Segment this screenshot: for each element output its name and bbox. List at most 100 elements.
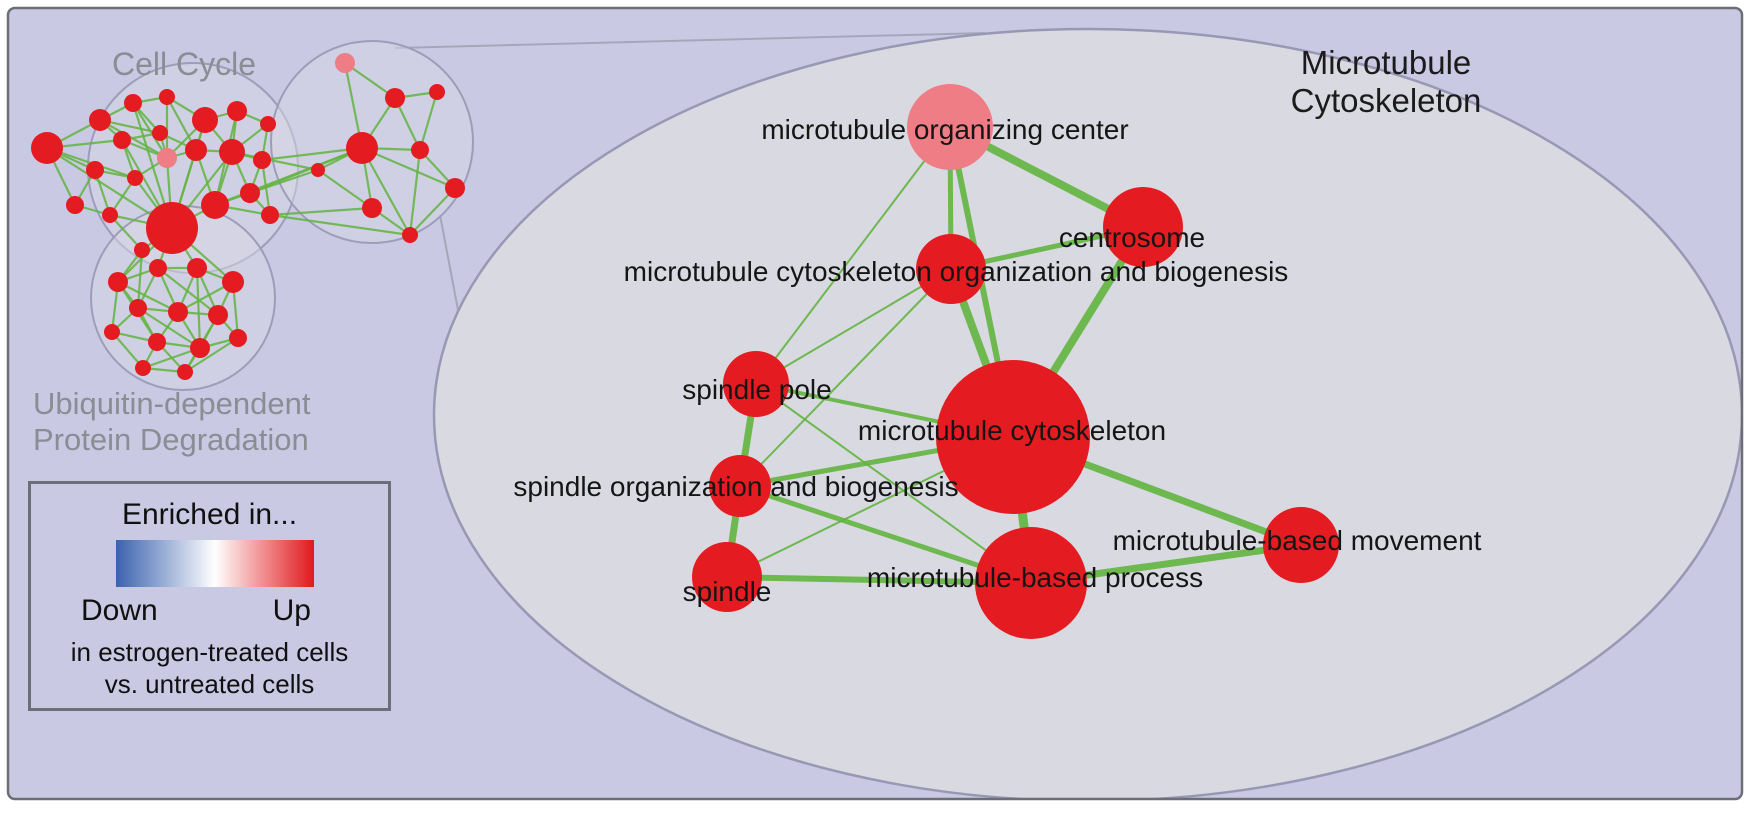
overview-node [146,202,198,254]
overview-node [385,88,405,108]
overview-edge [249,168,319,195]
detail-edge-mcob-spindle_pole [755,268,952,385]
legend-title: Enriched in... [121,498,298,531]
detail-node-spindle_pole [723,351,789,417]
overview-node [113,131,131,149]
overview-edge [408,149,422,236]
overview-edge [132,102,168,159]
detail-node-label-mt_cyto: microtubule cytoskeleton [858,415,1166,446]
overview-edge [269,206,373,217]
detail-node-label-spindle_org: spindle organization and biogenesis [513,471,958,502]
detail-node-mt_movement [1263,507,1339,583]
detail-node-mtoc [907,84,993,170]
overview-node [127,170,143,186]
overview-edge [418,91,439,151]
detail-node-label-spindle_pole: spindle pole [682,374,831,405]
overview-node [229,329,247,347]
overview-node [346,132,378,164]
overview-node [261,206,279,224]
overview-node [429,84,445,100]
overview-node [168,302,188,322]
overview-node [311,163,325,177]
overview-edge [269,213,411,237]
overview-node [129,299,147,317]
overview-node [31,132,63,164]
overview-edge [249,146,363,195]
overview-node [102,207,118,223]
detail-node-spindle [692,542,762,612]
overview-edge [261,146,363,162]
overview-node [177,364,193,380]
ubiquitin-cluster-label-line2: Protein Degradation [33,422,309,457]
overview-node [149,259,167,277]
overview-edge [184,337,239,373]
overview-edge [361,147,411,236]
legend-axis-labels: Down Up [81,594,311,628]
figure-border [6,6,1744,801]
detail-node-mcob [916,234,986,304]
detail-node-label-centrosome: centrosome [1059,222,1205,253]
legend-caption-line1: in estrogen-treated cells [70,637,349,667]
overview-node [201,191,229,219]
overview-node [185,139,207,161]
overview-edge [195,267,202,349]
overview-edge [231,150,319,172]
detail-node-spindle_org [709,455,771,517]
legend-caption-line2: vs. untreated cells [104,669,315,699]
overview-node [89,109,111,131]
legend-box: Enriched in... Down Up in estrogen-treat… [28,481,391,711]
detail-ellipse [432,27,1742,799]
overview-node [227,101,247,121]
zoom-connector-line-0 [394,32,986,49]
overview-edge [136,249,144,309]
overview-node [260,116,276,132]
legend-up-label: Up [272,594,311,627]
overview-node [108,272,128,292]
overview-node [157,148,177,168]
overview-node [219,139,245,165]
detail-node-label-mt_process: microtubule-based process [867,562,1203,593]
detail-edge-spindle_pole-mt_process [755,383,1032,584]
overview-edge [137,307,201,349]
overview-node [135,360,151,376]
overview-node [152,125,168,141]
overview-node [187,258,207,278]
overview-node [222,271,244,293]
overview-node [66,196,84,214]
detail-node-centrosome [1103,187,1183,267]
detail-node-mt_cyto [936,360,1090,514]
overview-node [190,338,210,358]
overview-node [192,107,218,133]
legend-gradient-bar [116,540,314,587]
detail-edge-mtoc-spindle_pole [755,126,951,385]
overview-node [253,151,271,169]
overview-node [411,141,429,159]
detail-edge-mcob-spindle_org [739,268,952,487]
overview-edge [409,187,456,236]
ubiquitin-cluster-label-line1: Ubiquitin-dependent [33,386,311,421]
legend-down-label: Down [81,594,158,627]
overview-node [134,242,150,258]
overview-edge [142,346,201,370]
overview-node [240,183,260,203]
overview-node [159,89,175,105]
overview-edge [317,169,373,209]
overview-node [208,305,228,325]
detail-node-mt_process [975,527,1087,639]
overview-node [402,227,418,243]
detail-node-label-mcob: microtubule cytoskeleton organization an… [624,256,1289,287]
overview-edge [117,281,179,313]
overview-node [362,198,382,218]
detail-node-label-spindle: spindle [683,576,772,607]
overview-edge [361,146,456,190]
cell-cycle-cluster-label: Cell Cycle [112,46,257,82]
microtubule-cluster-label-line1: Microtubule [1300,44,1472,81]
overview-node [124,94,142,112]
microtubule-cluster-label-line2: Cytoskeleton [1290,82,1482,119]
detail-node-label-mtoc: microtubule organizing center [761,114,1128,145]
overview-node [445,178,465,198]
overview-node [104,324,120,340]
overview-node [148,333,166,351]
